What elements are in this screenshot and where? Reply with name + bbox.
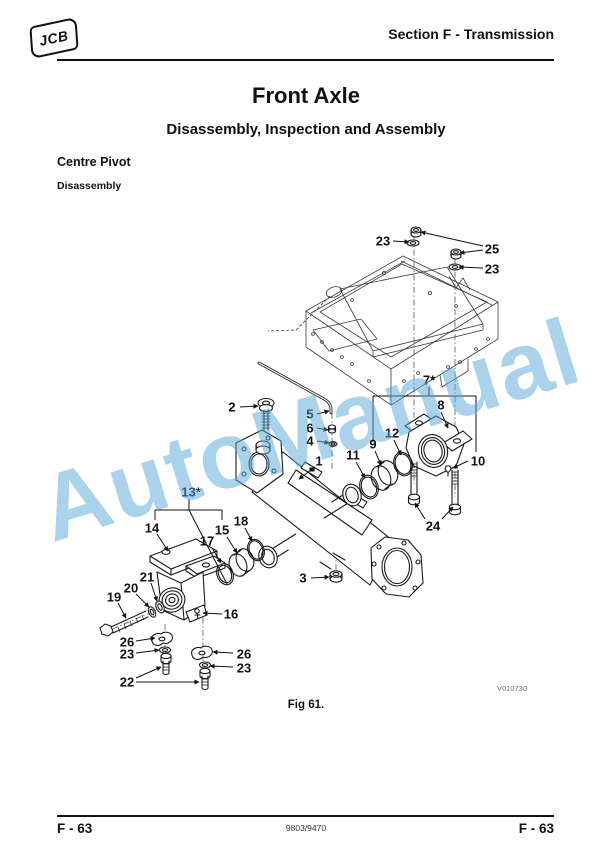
jcb-logo: JCB [29,16,79,60]
breather-fittings [327,424,338,447]
callout-17: 17 [200,534,222,564]
callout-12: 12 [385,426,402,456]
publication-code: 9803/9470 [285,823,327,833]
svg-text:12: 12 [385,426,399,441]
sub-heading: Disassembly [57,180,122,192]
callout-9: 9 [369,437,382,466]
right-seal-stack [359,451,413,500]
callout-6: 6 [306,421,329,436]
header-rule [57,59,554,61]
chassis-frame [267,255,499,406]
callout-13star: 13* [154,485,228,585]
svg-text:18: 18 [234,514,248,529]
callout-1: 1 [298,454,323,480]
svg-text:17: 17 [200,534,214,549]
svg-text:1: 1 [315,454,322,469]
page-title: Front Axle [252,83,360,108]
svg-text:8: 8 [437,398,444,413]
callout-22: 22 [120,666,200,690]
svg-text:6: 6 [306,421,313,436]
callout-23: 23 [120,647,160,662]
callout-21: 21 [140,570,158,602]
grease-nipple [444,465,452,477]
section-title: Section F - Transmission [388,26,554,42]
axle-casing [235,429,424,598]
exploded-diagram: 23252325647*81012911124313*1415181721201… [99,226,499,691]
callout-8: 8 [437,398,449,429]
page-number-right: F - 63 [518,821,554,836]
callout-23: 23 [209,661,251,676]
svg-text:3: 3 [299,571,306,586]
svg-text:2: 2 [228,400,235,415]
top-locknuts-washers [406,226,462,271]
jcb-logo-text: JCB [37,27,71,49]
svg-text:5: 5 [306,407,313,422]
svg-text:20: 20 [124,581,138,596]
callout-24: 24 [414,502,454,534]
page-subtitle: Disassembly, Inspection and Assembly [166,121,446,138]
callout-2: 2 [228,400,259,415]
svg-text:14: 14 [145,521,160,536]
grease-fitting [194,608,201,619]
callout-15: 15 [215,523,238,554]
drawing-reference: V010730 [497,684,528,693]
svg-text:10: 10 [471,454,485,469]
callout-26: 26 [120,635,156,650]
svg-text:4: 4 [306,434,314,449]
callout-23: 23 [458,262,499,277]
left-seal-stack [216,538,265,586]
section-heading: Centre Pivot [57,155,131,169]
callout-7star: 7* [372,373,477,452]
drain-nut [329,570,343,583]
svg-text:26: 26 [120,635,134,650]
callout-20: 20 [124,581,150,608]
callout-4: 4 [306,434,330,449]
svg-text:26: 26 [237,647,251,662]
svg-text:7*: 7* [423,373,436,388]
svg-text:23: 23 [237,661,251,676]
callout-23: 23 [376,234,410,249]
svg-text:25: 25 [485,242,499,257]
callout-14: 14 [145,521,169,552]
callout-16: 16 [202,607,238,622]
svg-text:11: 11 [346,448,360,463]
svg-text:23: 23 [120,647,134,662]
callout-3: 3 [299,571,330,586]
svg-text:22: 22 [120,675,134,690]
svg-text:23: 23 [376,234,390,249]
svg-text:13*: 13* [181,485,201,500]
callout-5: 5 [306,407,330,422]
pivot-housing [404,413,473,477]
bracket-bolt-washers [99,600,165,637]
callout-10: 10 [452,454,485,469]
filler-plug [257,397,275,431]
callout-11: 11 [346,448,366,479]
figure-caption: Fig 61. [287,699,325,711]
svg-text:24: 24 [426,519,441,534]
callout-19: 19 [107,590,127,619]
svg-text:19: 19 [107,590,121,605]
callout-18: 18 [234,514,253,542]
svg-text:9: 9 [369,437,376,452]
footer-rule [57,815,554,817]
breather-tube [257,361,333,415]
svg-text:16: 16 [224,607,238,622]
callout-26: 26 [212,647,251,662]
page-number-left: F - 63 [57,821,93,836]
svg-text:15: 15 [215,523,229,538]
lock-washers-bolts [151,631,213,691]
svg-text:21: 21 [140,570,154,585]
callout-25: 25 [420,230,499,257]
svg-text:23: 23 [485,262,499,277]
